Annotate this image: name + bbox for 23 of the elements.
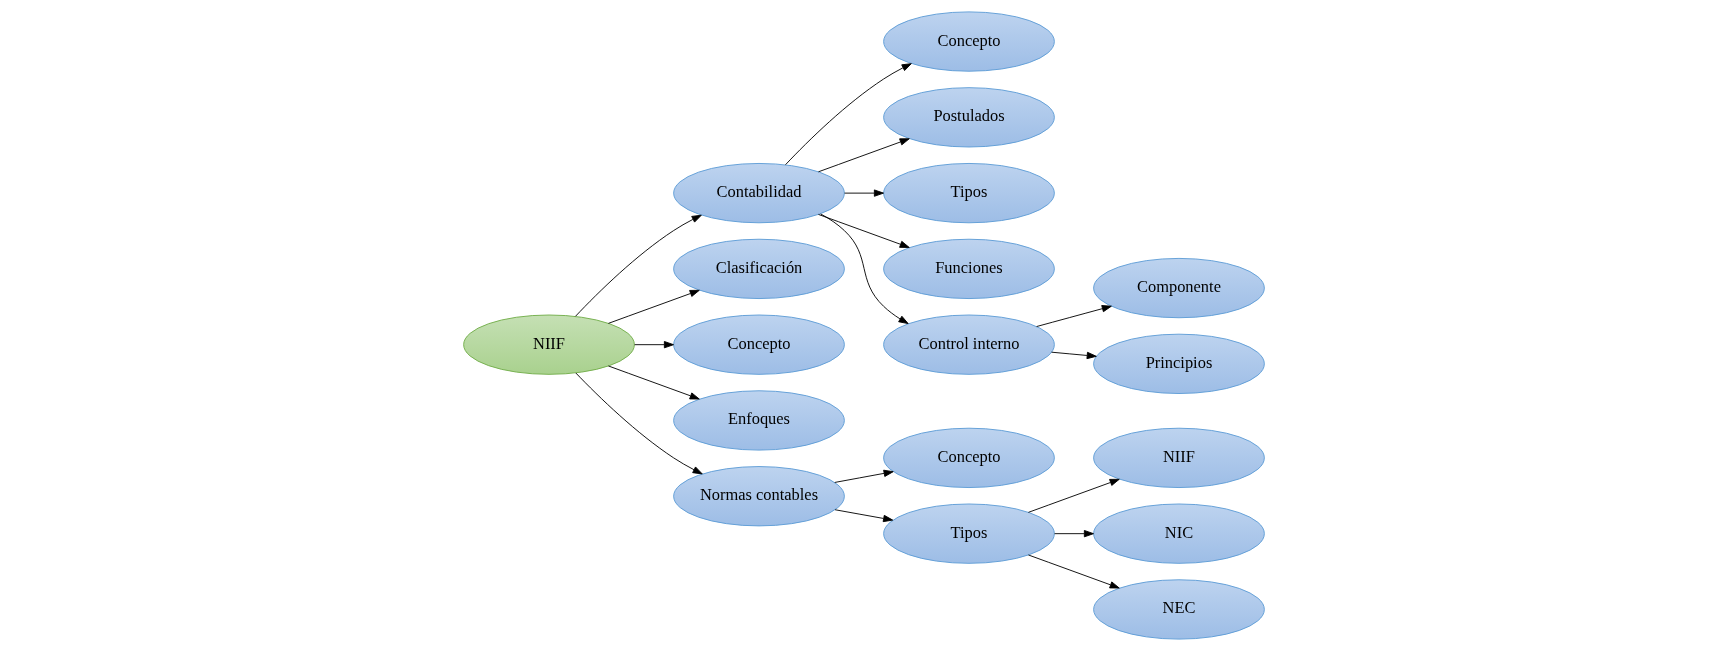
arrow [834, 469, 894, 483]
node-ellipse: Principios [1093, 333, 1265, 394]
node-ellipse: NIIF [463, 314, 635, 375]
arrow [608, 365, 700, 400]
arrow [575, 372, 703, 475]
arrow [820, 213, 909, 325]
arrow [1028, 478, 1120, 513]
arrow [634, 341, 674, 349]
node-ellipse: Concepto [673, 314, 845, 375]
node-ellipse: Tipos [883, 163, 1055, 224]
arrow [575, 214, 702, 317]
node-ellipse: Componente [1093, 257, 1265, 319]
arrow [844, 189, 884, 197]
arrow [1051, 351, 1097, 360]
arrow [1028, 554, 1120, 589]
arrow [818, 138, 910, 173]
arrow [834, 509, 894, 523]
arrow [818, 213, 910, 248]
node-ellipse: NIC [1093, 503, 1265, 564]
arrow [1036, 305, 1112, 327]
arrow [785, 63, 912, 166]
arrow [608, 289, 700, 324]
arrow [1054, 530, 1094, 538]
